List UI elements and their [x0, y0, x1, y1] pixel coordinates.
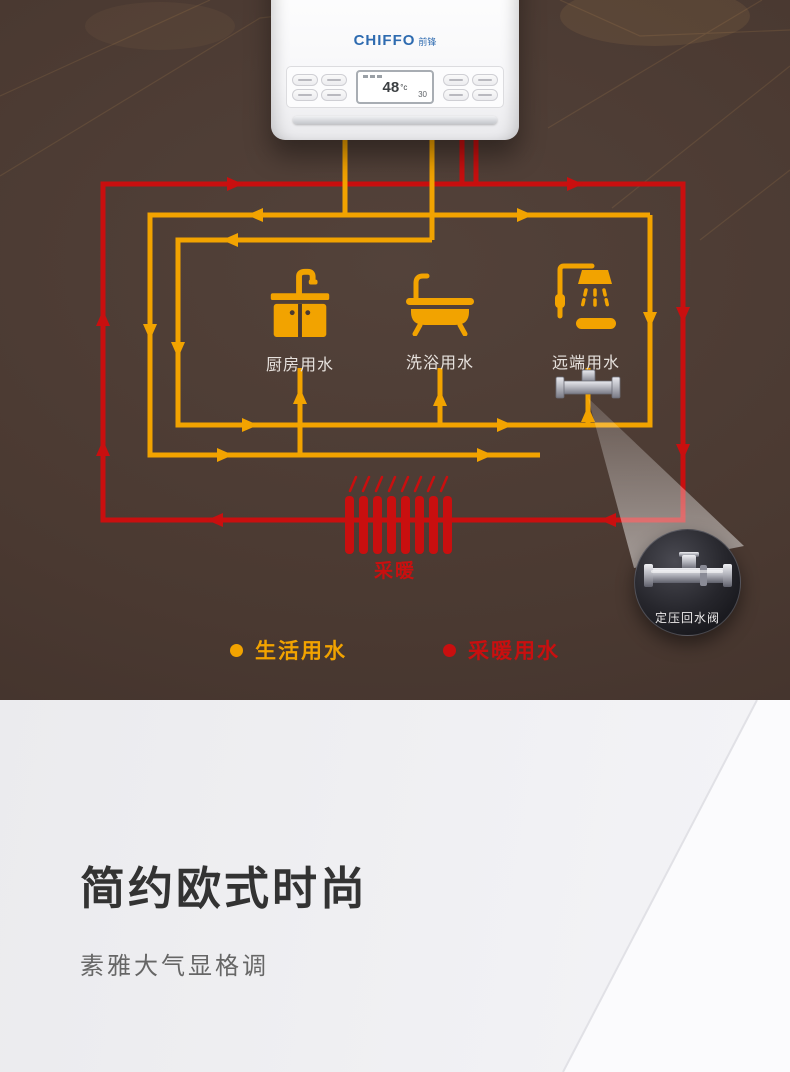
paper-fold-decoration: [562, 700, 790, 1072]
boiler-buttons-left: [292, 73, 347, 101]
valve-photo: [643, 552, 732, 587]
spotlight-beam: [588, 398, 744, 568]
radiator-icon: [345, 475, 452, 554]
boiler-button: [321, 88, 347, 101]
boiler-button: [292, 73, 318, 86]
fixture-label: 洗浴用水: [405, 355, 474, 372]
glow-highlight: [85, 2, 235, 50]
valve-callout: 定压回水阀: [634, 529, 741, 636]
kitchen-sink-icon: [270, 268, 330, 338]
boiler-button: [472, 73, 498, 86]
boiler-display: 48 °c 30: [356, 70, 434, 104]
boiler-button: [443, 88, 469, 101]
display-unit: °c: [400, 82, 408, 92]
boiler-button: [321, 73, 347, 86]
section-subtitle: 素雅大气显格调: [80, 953, 269, 980]
heating-water-label: 采暖用水: [468, 640, 560, 663]
display-temperature: 48: [382, 78, 400, 96]
heating-water-dot: [443, 643, 456, 657]
style-section: 简约欧式时尚 素雅大气显格调: [0, 700, 790, 1072]
boiler-control-panel: 48 °c 30: [286, 66, 504, 108]
section-title: 简约欧式时尚: [80, 863, 369, 914]
fixture-remote: 远端用水: [546, 258, 626, 373]
glow-highlight: [560, 0, 750, 46]
boiler-handle-bar: [293, 116, 497, 124]
domestic-water-dot: [230, 643, 243, 657]
boiler-button: [292, 88, 318, 101]
radiator-label: 采暖: [373, 561, 416, 582]
boiler-button: [443, 73, 469, 86]
domestic-water-label: 生活用水: [255, 640, 347, 663]
display-secondary-value: 30: [418, 90, 427, 99]
fixture-kitchen: 厨房用水: [262, 264, 338, 375]
legend-item-domestic: 生活用水: [230, 635, 347, 665]
brand-text: CHIFFO: [353, 32, 416, 49]
shower-icon: [555, 263, 616, 329]
boiler-buttons-right: [443, 73, 498, 101]
boiler-button: [472, 88, 498, 101]
return-valve-fitting: [555, 369, 621, 399]
bathtub-icon: [406, 273, 474, 337]
brand-text-cn: 前锋: [418, 37, 437, 47]
heating-flow-arrows: [96, 177, 690, 527]
fixture-bath: 洗浴用水: [400, 266, 480, 373]
piping-diagram: [0, 0, 790, 568]
fixture-label: 远端用水: [551, 355, 620, 372]
legend: 生活用水 采暖用水: [0, 635, 790, 665]
display-status-icons: [363, 75, 382, 78]
fixture-label: 厨房用水: [265, 357, 334, 374]
valve-label: 定压回水阀: [654, 611, 720, 625]
domestic-flow-arrows: [143, 208, 657, 462]
legend-item-heating: 采暖用水: [443, 635, 560, 665]
